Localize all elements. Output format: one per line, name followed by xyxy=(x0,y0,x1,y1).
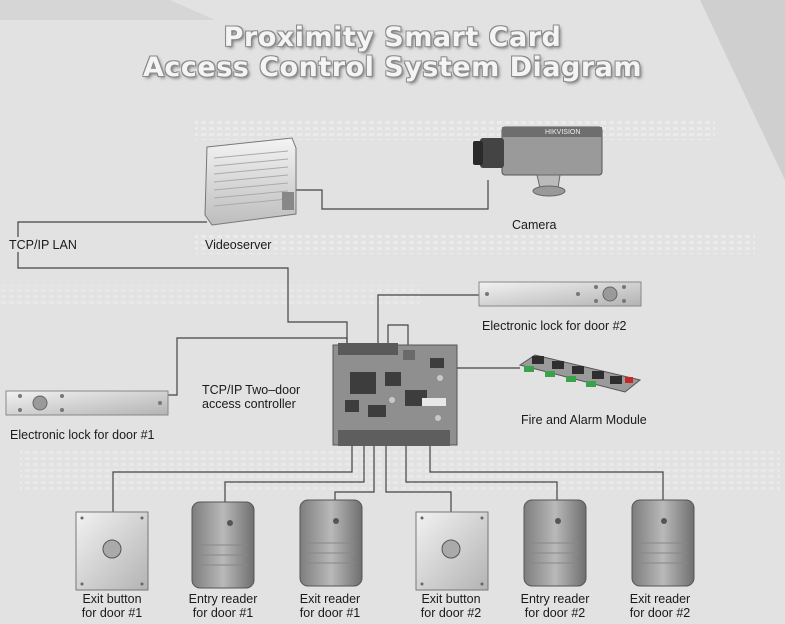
dot-band xyxy=(195,120,715,140)
wire-lock-1 xyxy=(165,337,348,396)
wire-entry-2 xyxy=(405,445,558,500)
device-label-line-2: for door #1 xyxy=(81,606,143,620)
wire-entry-1 xyxy=(224,445,365,502)
device-label-exit-reader-door-2: Exit reader for door #2 xyxy=(610,592,710,620)
wire-camera xyxy=(295,180,489,210)
device-label-exit-button-door-1: Exit button for door #1 xyxy=(62,592,162,620)
dot-band xyxy=(20,450,780,490)
exit-reader-door-1-device xyxy=(299,499,363,587)
wire-exit-reader-2 xyxy=(429,445,664,500)
device-label-line-1: Exit button xyxy=(421,592,481,606)
device-label-exit-button-door-2: Exit button for door #2 xyxy=(401,592,501,620)
wire-exit-reader-1 xyxy=(334,445,375,500)
device-label-line-2: for door #2 xyxy=(524,606,586,620)
videoserver-device xyxy=(204,137,297,226)
lock-door-1-label: Electronic lock for door #1 xyxy=(10,428,155,442)
device-label-exit-reader-door-1: Exit reader for door #1 xyxy=(280,592,380,620)
device-label-entry-reader-door-1: Entry reader for door #1 xyxy=(173,592,273,620)
camera-label: Camera xyxy=(512,218,557,232)
lock-door-2-device xyxy=(478,281,642,307)
device-label-line-1: Exit reader xyxy=(299,592,361,606)
wire-lock-2 xyxy=(377,294,484,345)
title-line-1: Proximity Smart Card xyxy=(223,22,562,53)
device-label-line-1: Exit button xyxy=(82,592,142,606)
controller-label-line-2: access controller xyxy=(202,397,296,411)
entry-reader-door-2-device xyxy=(523,499,587,587)
device-label-line-1: Exit reader xyxy=(629,592,691,606)
device-label-line-1: Entry reader xyxy=(188,592,258,606)
wiring xyxy=(17,180,664,512)
wire-lan xyxy=(17,221,207,237)
lock-door-1-device xyxy=(5,390,169,416)
wire-link xyxy=(387,324,409,345)
controller-board xyxy=(332,343,458,446)
wire-exit-1 xyxy=(112,445,353,512)
tcpip-lan-label: TCP/IP LAN xyxy=(9,238,77,252)
dot-band xyxy=(0,285,420,307)
device-label-line-2: for door #2 xyxy=(420,606,482,620)
dot-band xyxy=(195,232,755,254)
exit-button-door-2-device xyxy=(415,511,489,591)
lock-door-2-label: Electronic lock for door #2 xyxy=(482,319,627,333)
controller-label-line-1: TCP/IP Two–door xyxy=(202,383,301,397)
wire-exit-2 xyxy=(385,445,452,512)
exit-button-door-1-device xyxy=(75,511,149,591)
device-label-line-2: for door #1 xyxy=(192,606,254,620)
device-label-line-2: for door #1 xyxy=(299,606,361,620)
fire-alarm-label: Fire and Alarm Module xyxy=(521,413,647,427)
videoserver-label: Videoserver xyxy=(205,238,272,252)
entry-reader-door-1-device xyxy=(191,501,255,589)
camera-device: HIKVISION xyxy=(473,126,603,197)
device-label-line-2: for door #2 xyxy=(629,606,691,620)
title-line-2: Access Control System Diagram xyxy=(142,52,643,83)
background-corner xyxy=(700,0,785,180)
camera-brand-text: HIKVISION xyxy=(545,129,580,136)
fire-alarm-module xyxy=(518,354,642,393)
exit-reader-door-2-device xyxy=(631,499,695,587)
wire-lan-controller xyxy=(17,252,348,345)
device-label-entry-reader-door-2: Entry reader for door #2 xyxy=(505,592,605,620)
device-label-line-1: Entry reader xyxy=(520,592,590,606)
